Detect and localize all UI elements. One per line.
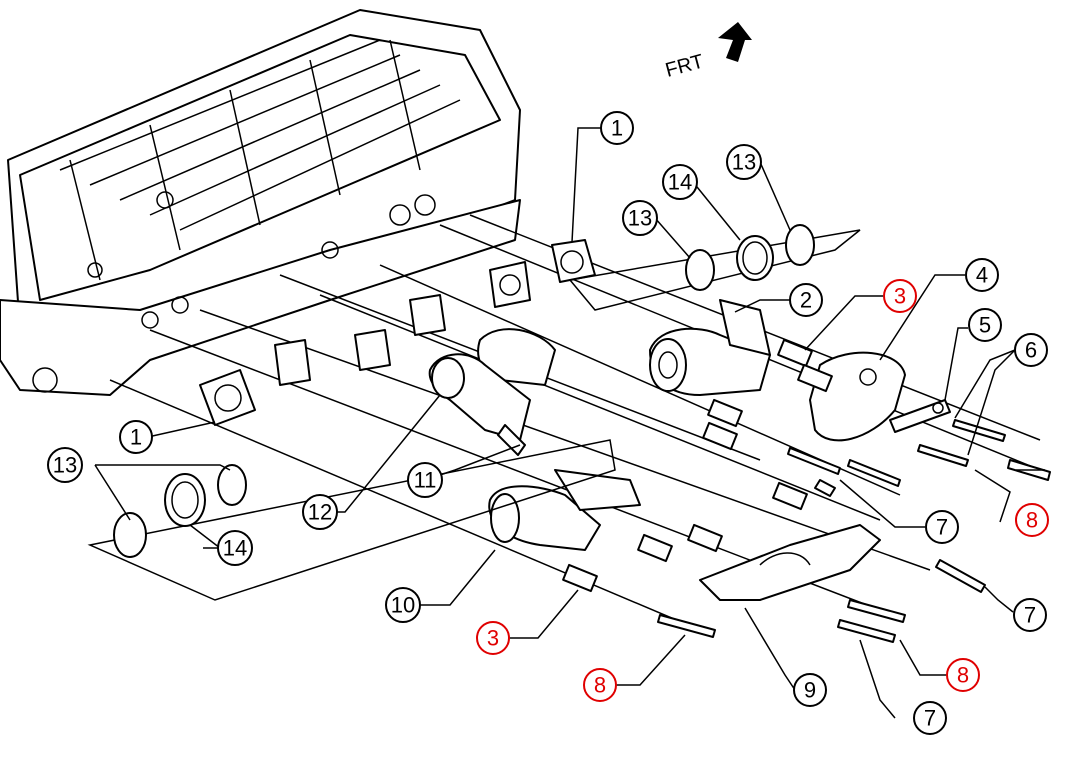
callout-label: 3 — [487, 626, 499, 651]
heat-shield-upper — [809, 351, 906, 442]
callout-label: 5 — [979, 313, 991, 338]
callout-label: 9 — [804, 678, 816, 703]
callout-label: 13 — [732, 150, 756, 175]
callout-label: 13 — [53, 453, 77, 478]
callout: 5 — [968, 308, 1002, 342]
callout: 6 — [1014, 333, 1048, 367]
callout: 1 — [119, 420, 153, 454]
callout: 13 — [726, 144, 762, 180]
clamp-bellows-upper — [568, 224, 861, 311]
callout-label: 12 — [308, 500, 332, 525]
callout-label: 4 — [976, 263, 988, 288]
callout-label: 10 — [391, 593, 415, 618]
exhaust-pipe-center — [477, 328, 556, 386]
callout: 10 — [385, 587, 421, 623]
callout-label: 7 — [924, 706, 936, 731]
gasket-upper — [551, 239, 596, 283]
bracket-5 — [889, 399, 951, 433]
turbo-flange-outlet — [428, 353, 531, 456]
front-arrow-icon — [718, 22, 752, 62]
callout-label: 8 — [594, 673, 606, 698]
callout: 3 — [476, 621, 510, 655]
callout: 1 — [600, 111, 634, 145]
callout-label: 6 — [1025, 338, 1037, 363]
callout-label: 8 — [957, 663, 969, 688]
callout: 14 — [217, 530, 253, 566]
callout: 7 — [1013, 598, 1047, 632]
gasket-lower — [199, 369, 256, 426]
callout: 2 — [789, 283, 823, 317]
callout-label: 14 — [223, 536, 247, 561]
callout: 12 — [302, 494, 338, 530]
callout: 13 — [47, 447, 83, 483]
callout: 7 — [913, 701, 947, 735]
callout: 8 — [583, 668, 617, 702]
callout-label: 3 — [894, 284, 906, 309]
callout-label: 1 — [611, 116, 623, 141]
callout: 13 — [622, 200, 658, 236]
heat-shield-lower — [699, 524, 881, 601]
callout: 7 — [925, 510, 959, 544]
callout-label: 1 — [130, 425, 142, 450]
callout-label: 2 — [800, 288, 812, 313]
callout: 14 — [662, 164, 698, 200]
spacer-tubes — [562, 338, 833, 593]
front-direction-indicator: FRT — [663, 22, 752, 82]
engine-cylinder-head — [0, 9, 521, 396]
exhaust-elbow-upper — [649, 299, 771, 396]
direction-label: FRT — [663, 51, 706, 82]
clamp-bellows-lower — [87, 439, 616, 601]
callout: 9 — [793, 673, 827, 707]
callout-label: 11 — [414, 468, 437, 493]
callout: 11 — [407, 462, 443, 498]
callout-label: 8 — [1026, 508, 1038, 533]
callout-label: 14 — [668, 170, 692, 195]
callout-label: 7 — [1024, 603, 1036, 628]
flange-plates — [274, 261, 531, 386]
callout: 4 — [965, 258, 999, 292]
callout-label: 7 — [936, 515, 948, 540]
callout-label: 13 — [628, 206, 652, 231]
callout: 8 — [946, 658, 980, 692]
callout: 8 — [1015, 503, 1049, 537]
callout: 3 — [883, 279, 917, 313]
